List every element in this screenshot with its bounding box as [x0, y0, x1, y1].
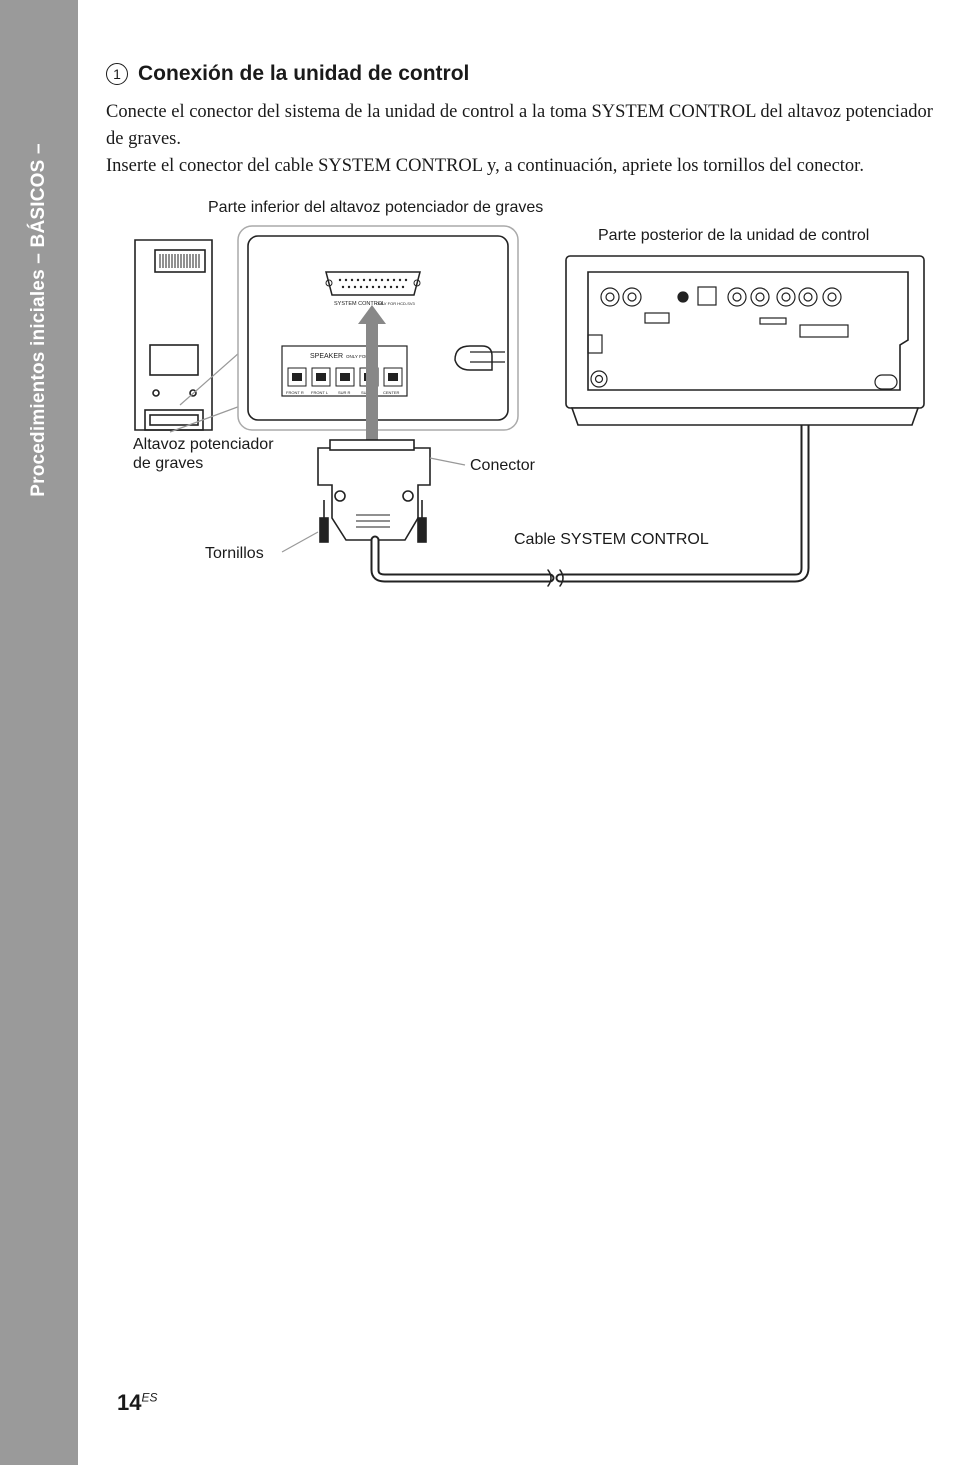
control-unit-rear [565, 255, 925, 426]
section-heading: 1 Conexión de la unidad de control [106, 62, 469, 86]
jack-label: FRONT L [311, 390, 329, 395]
page-language-suffix: ES [141, 1390, 158, 1405]
connection-diagram: SYSTEM CONTROL ONLY FOR HCD-SV3 SPEAKER … [134, 225, 925, 587]
page-number-value: 14 [117, 1390, 142, 1415]
subwoofer-caption-line-2: de graves [133, 455, 204, 472]
page-number: 14ES [117, 1390, 158, 1416]
speaker-jacks-note: ONLY FOR [346, 354, 369, 359]
subwoofer-bottom-caption: Parte inferior del altavoz potenciador d… [208, 199, 544, 216]
connector-plug [317, 439, 431, 543]
speaker-jacks-label: SPEAKER [310, 353, 343, 360]
system-control-jack-label: SYSTEM CONTROL [334, 301, 385, 307]
section-side-tab: Procedimientos iniciales – BÁSICOS – [0, 0, 78, 1465]
heading-title: Conexión de la unidad de control [138, 62, 470, 85]
instruction-paragraph-1: Conecte el conector del sistema de la un… [106, 102, 933, 149]
cable-caption: Cable SYSTEM CONTROL [514, 531, 709, 548]
control-unit-rear-caption: Parte posterior de la unidad de control [598, 227, 870, 244]
screw-pointer [281, 531, 319, 553]
insertion-arrow [358, 305, 386, 440]
subwoofer-illustration [134, 239, 213, 431]
screws-caption: Tornillos [205, 545, 264, 562]
step-number: 1 [106, 63, 128, 85]
jack-label: SUR R [338, 390, 351, 395]
instructions: Conecte el conector del sistema de la un… [106, 99, 946, 180]
subwoofer-caption-line-1: Altavoz potenciador [133, 436, 274, 453]
jack-label: CENTER [383, 390, 400, 395]
system-control-note: ONLY FOR HCD-SV3 [376, 301, 416, 306]
instruction-paragraph-2: Inserte el conector del cable SYSTEM CON… [106, 156, 864, 176]
connector-pointer [429, 457, 466, 466]
jack-label: FRONT R [286, 390, 304, 395]
connector-caption: Conector [470, 457, 535, 474]
